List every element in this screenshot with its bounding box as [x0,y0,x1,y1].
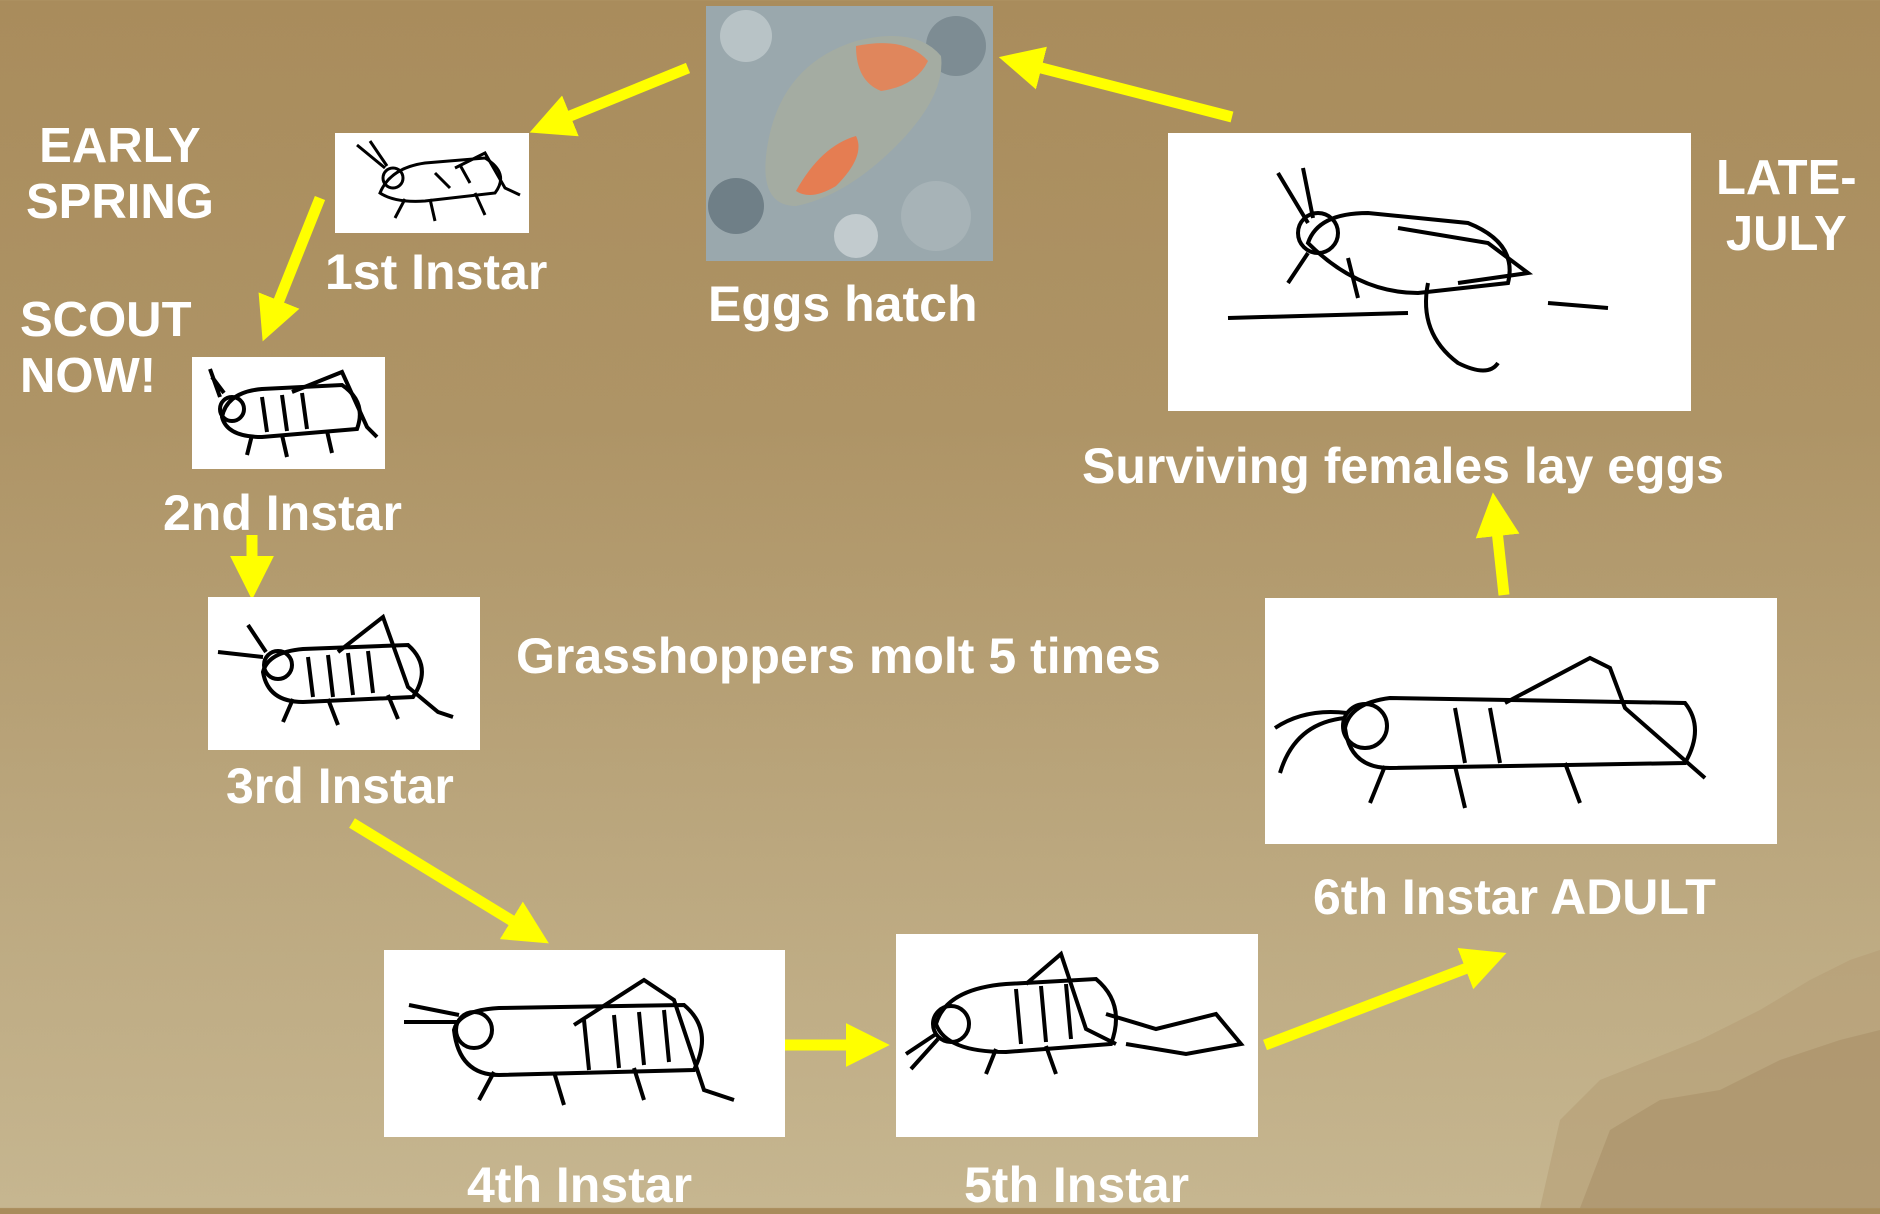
stage-label-eggs: Eggs hatch [708,275,977,333]
stage-label-instar4: 4th Instar [467,1156,692,1214]
molt-note: Grasshoppers molt 5 times [516,627,1161,685]
arrow-5th-to-adult [1265,960,1488,1045]
stage-label-laying: Surviving females lay eggs [1082,437,1724,495]
arrow-1st-to-2nd [270,198,320,323]
adult-image [1265,598,1777,844]
late-july-label: LATE- JULY [1716,150,1857,263]
arrow-eggs-to-1st [548,68,688,125]
arrow-3rd-to-4th [352,823,532,933]
early-spring-label: EARLY SPRING [26,118,214,231]
instar3-image [208,597,480,750]
instar2-image [192,357,385,469]
egg-pod-photo [706,6,993,261]
arrow-laying-to-eggs [1018,62,1232,117]
stage-label-instar3: 3rd Instar [226,757,454,815]
instar4-image [384,950,785,1137]
arrow-adult-to-laying [1495,512,1504,595]
scout-now-label: SCOUT NOW! [20,292,192,405]
instar5-image [896,934,1258,1137]
egg-laying-image [1168,133,1691,411]
stage-label-instar2: 2nd Instar [163,484,402,542]
stage-label-instar1: 1st Instar [325,243,547,301]
instar1-image [335,133,529,233]
stage-label-instar5: 5th Instar [964,1156,1189,1214]
stage-label-adult: 6th Instar ADULT [1313,868,1716,926]
